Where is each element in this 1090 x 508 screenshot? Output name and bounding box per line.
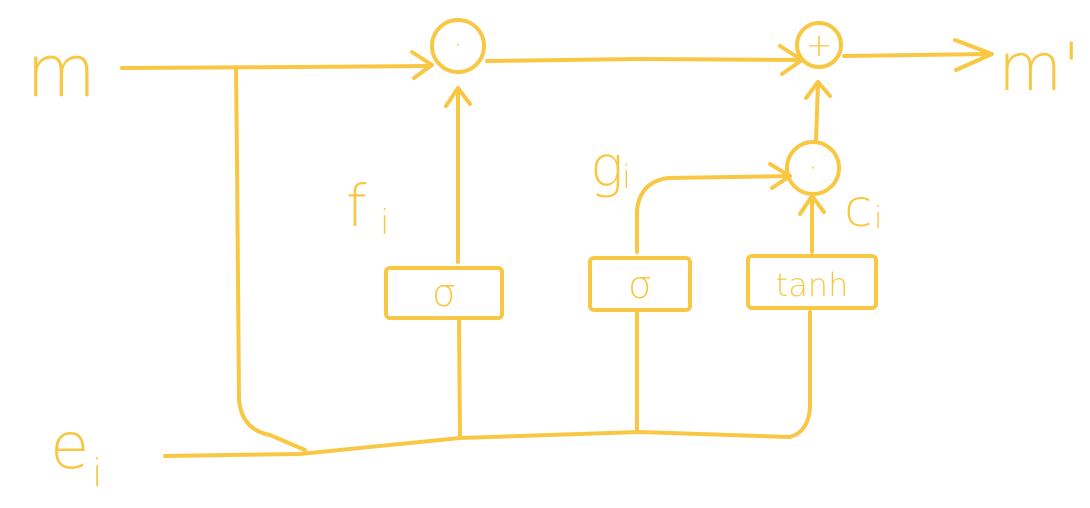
candidate-c-subscript: i — [874, 201, 882, 236]
candidate-c-label: c — [844, 179, 873, 239]
tanh-box — [746, 254, 878, 310]
input-m-label: m — [26, 29, 96, 113]
e-line — [163, 406, 812, 458]
m-line-output — [842, 52, 992, 58]
input-gate-up — [635, 174, 792, 254]
forget-gate-arrowhead — [444, 86, 472, 108]
input-e-label: e — [50, 410, 89, 484]
output-m-label: m' — [998, 29, 1080, 106]
gate-g-label: g — [590, 135, 624, 200]
multiply-input-symbol: · — [808, 151, 818, 186]
arrow-into-multiply — [410, 50, 434, 80]
gate-f-subscript: i — [380, 203, 389, 243]
gate-g-subscript: i — [622, 158, 631, 196]
gate-f-label: f — [346, 172, 367, 240]
m-line-left — [120, 64, 430, 70]
multiply-forget-node — [430, 18, 486, 74]
sigma-input-label: σ — [628, 263, 652, 307]
tanh-label: tanh — [776, 266, 849, 304]
diagram-lines — [120, 18, 994, 458]
input-e-subscript: i — [92, 451, 103, 495]
add-symbol: + — [806, 26, 833, 64]
arrow-output — [953, 38, 994, 72]
candidate-to-add — [814, 82, 820, 142]
candidate-to-add-arrowhead — [804, 80, 832, 100]
m-line-middle — [485, 57, 802, 63]
sigma-forget-label: σ — [432, 271, 456, 315]
add-node — [795, 21, 843, 69]
skip-connection — [234, 65, 307, 452]
multiply-input-node — [785, 140, 841, 196]
multiply-forget-symbol: · — [453, 28, 463, 63]
tanh-arrowhead — [798, 194, 826, 216]
forget-gate-stem — [457, 318, 462, 440]
sigma-input-box — [588, 256, 692, 312]
sigma-forget-box — [384, 266, 504, 320]
